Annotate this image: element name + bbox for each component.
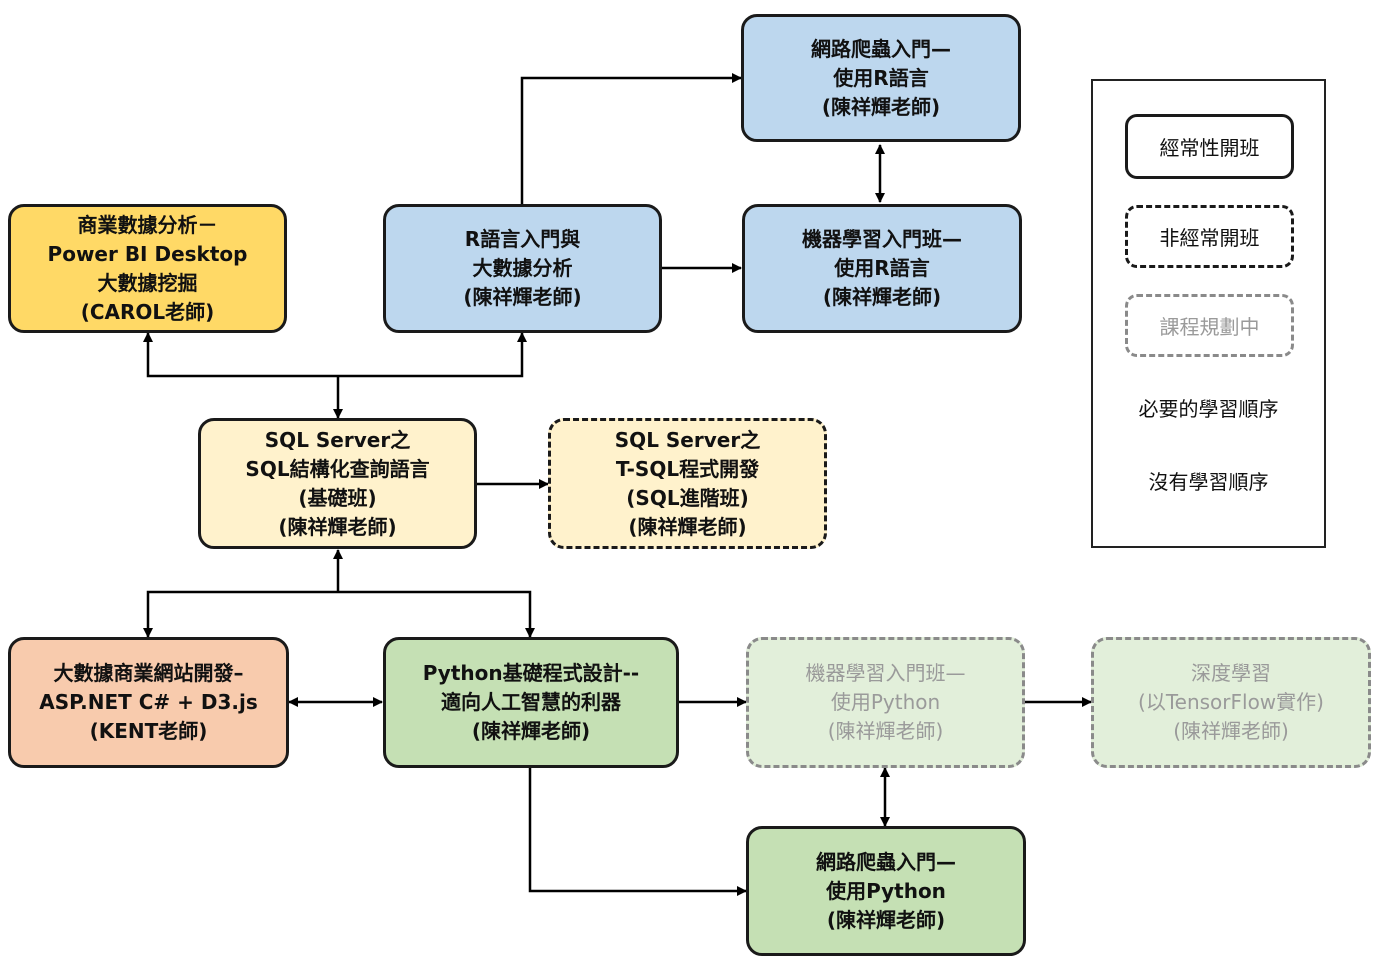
legend-irregular-box: 非經常開班 [1125,205,1294,268]
node-web-crawler-r: 網路爬蟲入門— 使用R語言 (陳祥輝老師) [741,14,1021,142]
node-tsql: SQL Server之 T-SQL程式開發 (SQL進階班) (陳祥輝老師) [548,418,827,549]
node-line: 使用Python [826,878,946,903]
legend-regular-box: 經常性開班 [1125,114,1294,179]
node-line: (陳祥輝老師) [278,514,397,539]
node-line: 大數據商業網站開發– [53,661,244,685]
node-ml-r: 機器學習入門班— 使用R語言 (陳祥輝老師) [742,204,1022,333]
arrow-r-intro-to-web-crawler-r [520,73,742,205]
node-line: 適向人工智慧的利器 [441,690,621,714]
node-line: (陳祥輝老師) [827,719,944,743]
node-line: 機器學習入門班— [805,661,966,685]
node-python-basic: Python基礎程式設計-- 適向人工智慧的利器 (陳祥輝老師) [383,637,679,768]
node-line: 大數據挖掘 [97,270,198,295]
node-line: 機器學習入門班— [802,227,962,251]
legend-planning-label: 課程規劃中 [1159,315,1260,339]
node-line: 深度學習 [1191,661,1271,685]
node-line: 商業數據分析－ [77,212,218,237]
line-sql-junction-bottom [143,590,535,638]
legend-required-order-label: 必要的學習順序 [1138,397,1279,421]
node-deep-learning: 深度學習 (以TensorFlow實作) (陳祥輝老師) [1091,637,1371,768]
node-line: 網路爬蟲入門— [816,849,956,874]
node-line: 使用Python [830,690,941,714]
legend: 經常性開班 非經常開班 課程規劃中 必要的學習順序 沒有學習順序 [1091,79,1326,548]
node-line: R語言入門與 [464,227,581,251]
node-line: (陳祥輝老師) [821,94,941,119]
node-line: T-SQL程式開發 [615,456,760,481]
node-r-intro: R語言入門與大數據分析 (陳祥輝老師) [383,204,662,333]
node-line: 大數據分析 [472,256,573,280]
node-line: (陳祥輝老師) [463,285,582,309]
legend-regular-label: 經常性開班 [1159,136,1260,160]
arrow-python-to-web-crawler-python [528,768,747,896]
node-line: (CAROL老師) [80,299,215,324]
node-line: SQL Server之 [264,427,411,452]
line-sql-junction-top [143,332,527,378]
node-line: Python基礎程式設計-- [422,661,640,685]
node-web-crawler-python: 網路爬蟲入門— 使用Python (陳祥輝老師) [746,826,1026,956]
node-line: (陳祥輝老師) [826,907,946,932]
node-line: (SQL進階班) [626,485,749,510]
node-line: 網路爬蟲入門— [811,36,951,61]
node-ml-python: 機器學習入門班— 使用Python (陳祥輝老師) [746,637,1025,768]
node-line: SQL Server之 [614,427,761,452]
node-line: (KENT老師) [89,719,208,743]
node-line: (陳祥輝老師) [822,285,942,309]
legend-planning-box: 課程規劃中 [1125,294,1294,357]
node-sql-basic: SQL Server之 SQL結構化查詢語言 (基礎班) (陳祥輝老師) [198,418,477,549]
node-line: 使用R語言 [834,256,930,280]
node-line: (以TensorFlow實作) [1138,690,1324,714]
node-line: 使用R語言 [833,65,929,90]
node-line: (陳祥輝老師) [1173,719,1289,743]
node-powerbi: 商業數據分析－ Power BI Desktop 大數據挖掘 (CAROL老師) [8,204,287,333]
node-line: SQL結構化查詢語言 [245,456,430,481]
node-line: (陳祥輝老師) [471,719,591,743]
legend-irregular-label: 非經常開班 [1159,226,1260,250]
node-line: (基礎班) [298,485,377,510]
node-line: Power BI Desktop [47,241,248,266]
legend-no-order-label: 沒有學習順序 [1148,470,1269,494]
node-line: (陳祥輝老師) [628,514,747,539]
node-line: ASP.NET C# + D3.js [39,690,258,714]
node-aspnet: 大數據商業網站開發– ASP.NET C# + D3.js (KENT老師) [8,637,289,768]
